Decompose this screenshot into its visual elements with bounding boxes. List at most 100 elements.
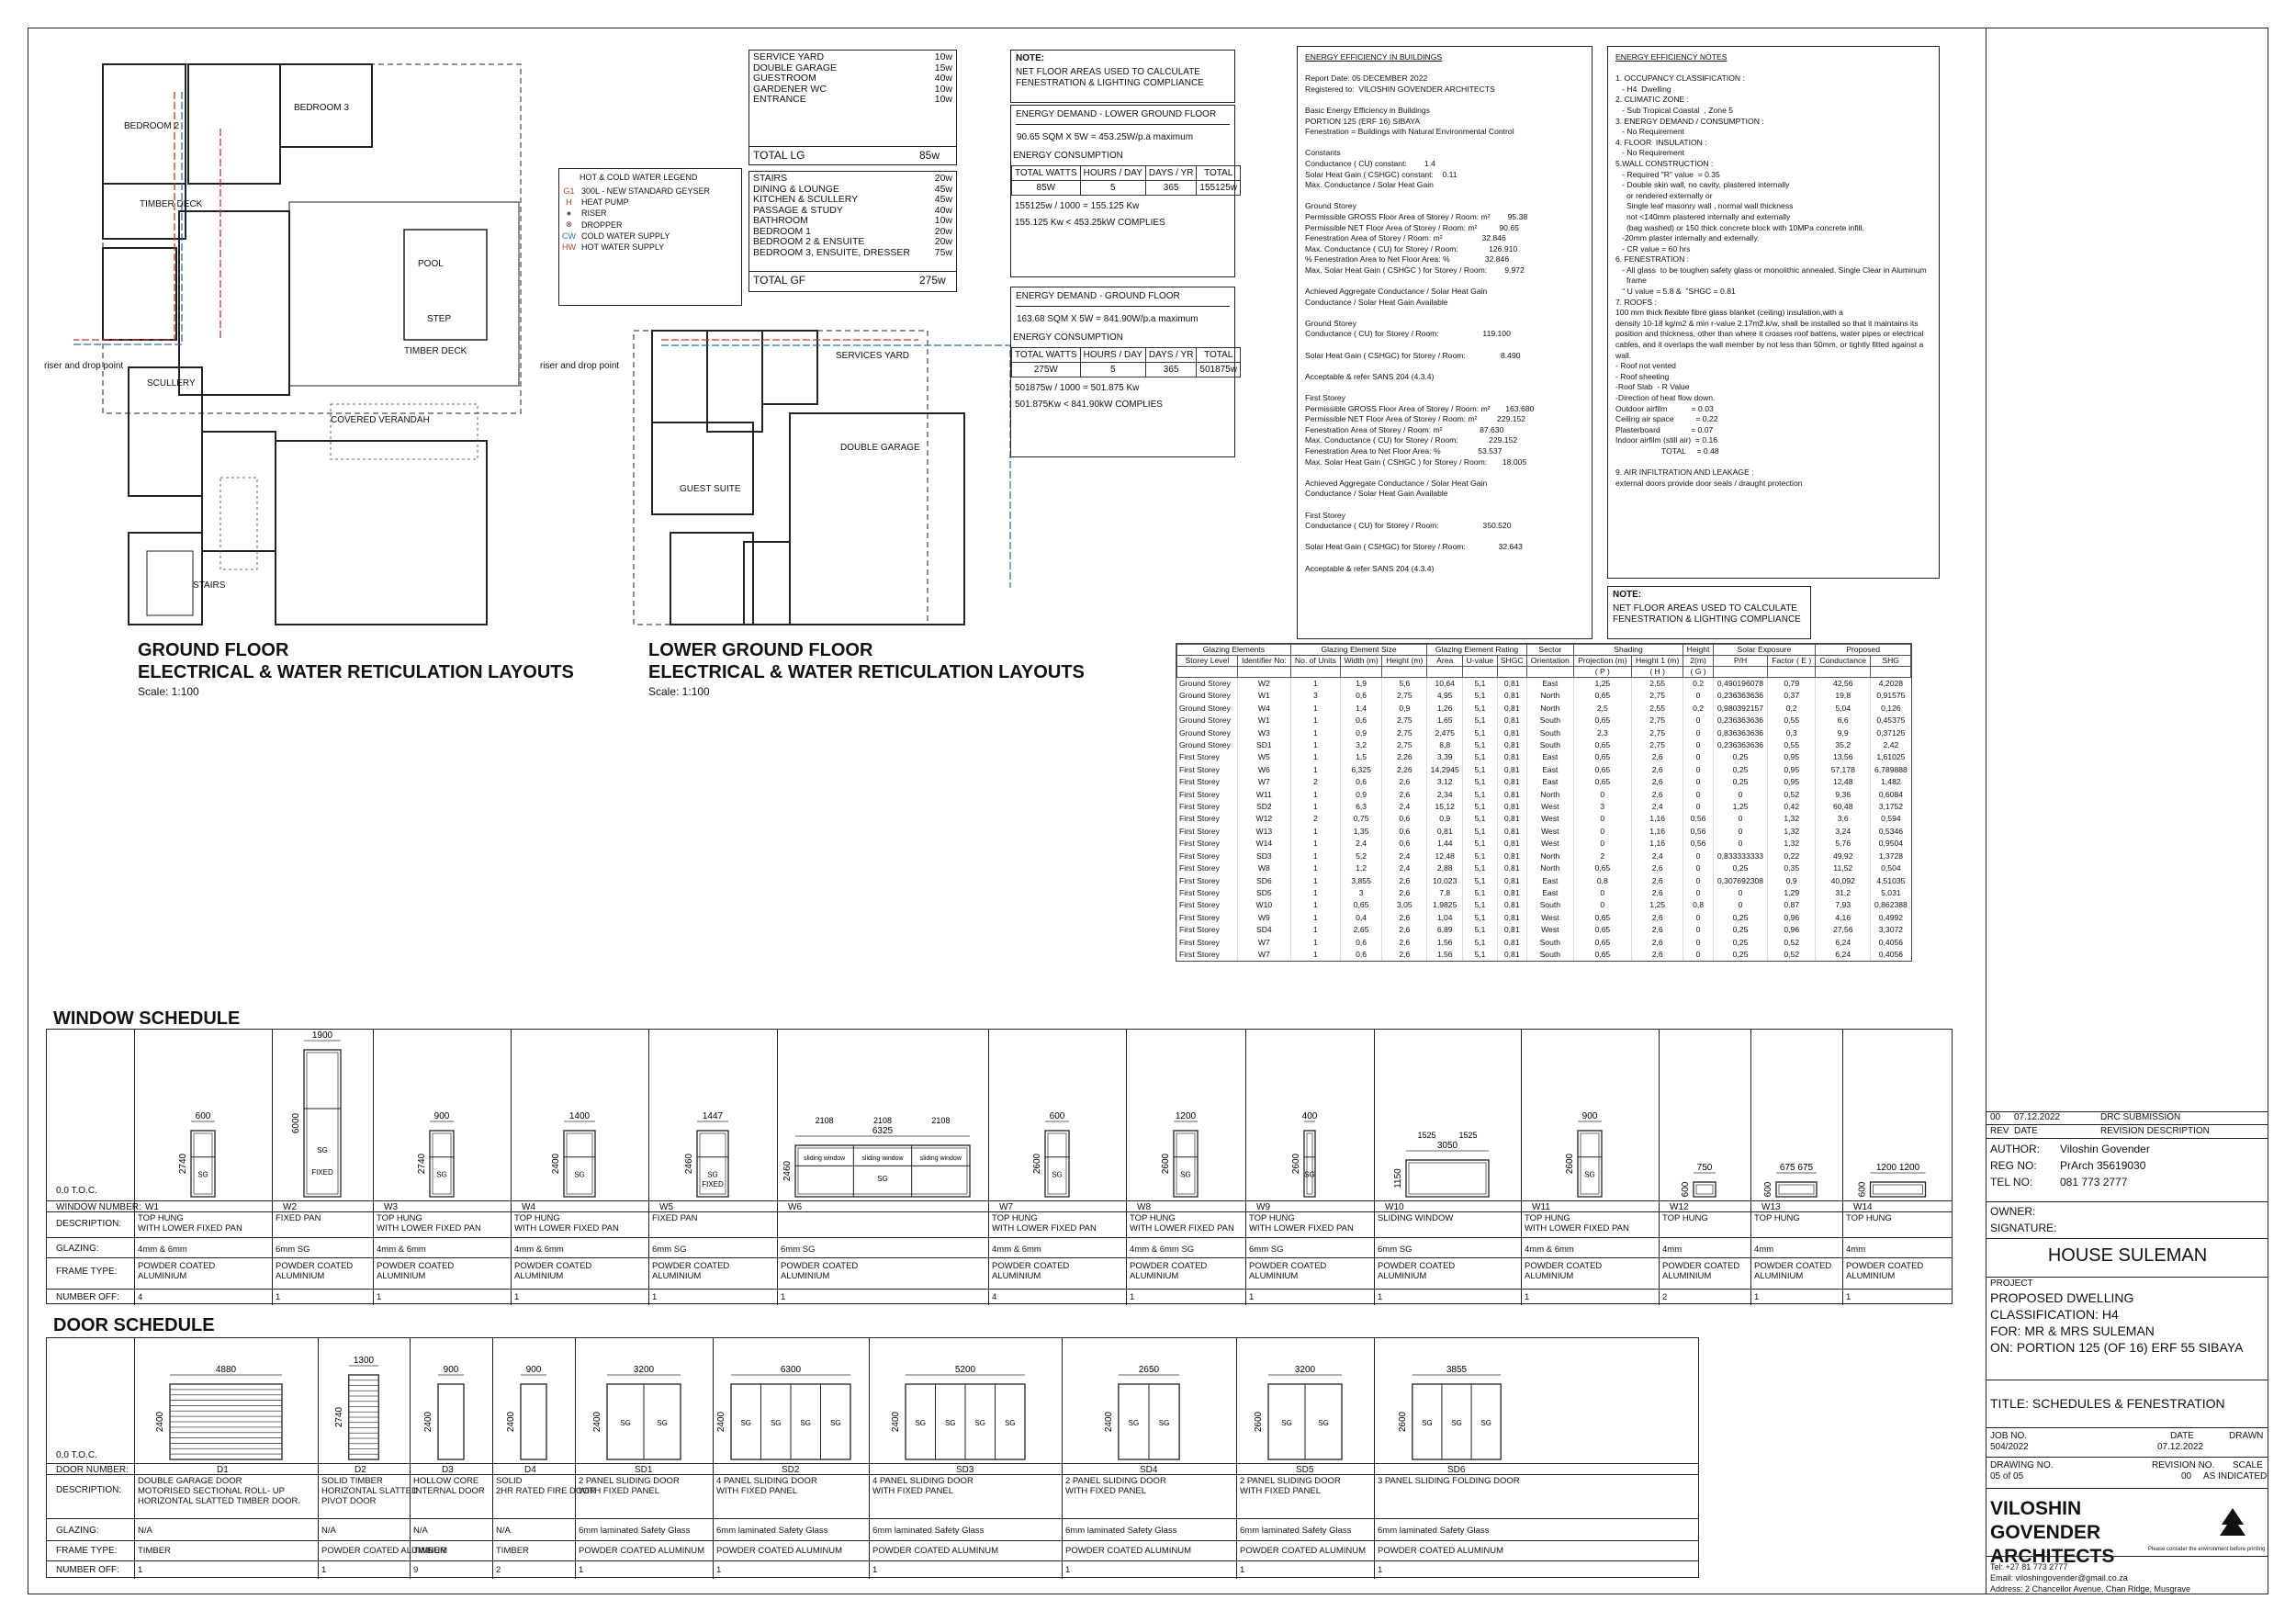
window-num: 4 <box>138 1292 143 1302</box>
width-dimension: 6325 <box>872 1126 894 1136</box>
notes-line: or rendered externally or <box>1615 190 1713 200</box>
room-label: DOUBLE GARAGE <box>840 443 920 453</box>
width-dimension: 1900 <box>312 1031 333 1041</box>
notes-line: cables, and it overlaps the wall member … <box>1615 340 1924 350</box>
glazing-mark: SG <box>1422 1419 1433 1427</box>
sub-dimension: 1525 <box>1417 1131 1435 1140</box>
notes-line: Indoor airfilm (still air) = 0.16 <box>1615 435 1718 445</box>
height-dimension: 2600 <box>1291 1153 1301 1174</box>
sub-dimension: 1525 <box>1458 1131 1477 1140</box>
report-line <box>1305 361 1584 372</box>
glazing-mark: SG <box>436 1170 447 1178</box>
notes-line: - CR value = 60 hrs <box>1615 243 1691 253</box>
energy-gf-box: ENERGY DEMAND - GROUND FLOOR 163.68 SQM … <box>1010 287 1242 457</box>
glazing-mark: SG <box>974 1419 985 1427</box>
notes-line: external doors provide door seals / drau… <box>1615 478 1803 488</box>
door-frame: POWDER COATED ALUMINUM <box>1378 1546 1504 1556</box>
window-glaz: 4mm & 6mm <box>377 1245 426 1255</box>
window-frame: POWDER COATED ALUMINIUM <box>276 1261 354 1281</box>
report-line <box>1305 382 1584 393</box>
window-num: 1 <box>781 1292 786 1302</box>
report-line: First Storey <box>1305 510 1345 520</box>
notes-line: " U value = 5.8 & "SHGC = 0.81 <box>1615 287 1736 297</box>
report-line: Achieved Aggregate Conductance / Solar H… <box>1305 287 1488 297</box>
height-dimension: 600 <box>1763 1181 1773 1197</box>
notes-line: wall. <box>1615 350 1632 360</box>
door-number: SD4 <box>1140 1465 1158 1475</box>
width-dimension: 5200 <box>955 1365 976 1375</box>
glazing-mark: SG <box>800 1419 811 1427</box>
report-line: Acceptable & refer SANS 204 (4.3.4) <box>1305 371 1435 381</box>
glazing-mark: SG <box>574 1170 585 1178</box>
window-desc: FIXED PAN <box>652 1213 698 1223</box>
window-frame: POWDER COATED ALUMINIUM <box>652 1261 730 1281</box>
door-num: 1 <box>321 1565 327 1575</box>
report-line <box>1305 532 1584 543</box>
report-line: Registered to: VILOSHIN GOVENDER ARCHITE… <box>1305 84 1495 94</box>
notes-line: - Sub Tropical Coastal , Zone 5 <box>1615 105 1734 115</box>
notes-line: - No Requirement <box>1615 127 1684 137</box>
door-desc: 3 PANEL SLIDING FOLDING DOOR <box>1378 1476 1520 1486</box>
width-dimension: 1300 <box>354 1356 375 1366</box>
sub-dimension: 2108 <box>931 1116 950 1125</box>
width-dimension: 750 <box>1697 1163 1713 1173</box>
fixed-label: FIXED <box>311 1168 333 1177</box>
legend-item: ●RISER <box>566 208 607 218</box>
notes-line: Plasterboard = 0.07 <box>1615 424 1714 434</box>
glazing-mark: SG <box>915 1419 926 1427</box>
width-dimension: 6300 <box>781 1365 802 1375</box>
notes-line: not <140mm plastered internally and exte… <box>1615 211 1791 221</box>
notes-line: Ceiling air space = 0.22 <box>1615 414 1718 424</box>
window-schedule-title: WINDOW SCHEDULE <box>53 1008 241 1029</box>
glazing-mark: SG <box>1451 1419 1462 1427</box>
door-glaz: 6mm laminated Safety Glass <box>579 1526 691 1536</box>
height-dimension: 2600 <box>1565 1153 1575 1174</box>
width-dimension: 900 <box>526 1365 542 1375</box>
window-glaz: 4mm <box>1754 1245 1774 1255</box>
door-num: 9 <box>413 1565 419 1575</box>
report-line: Conductance ( CU) for Storey / Room: 119… <box>1305 329 1511 339</box>
door-num: 2 <box>496 1565 501 1575</box>
window-num: 1 <box>652 1292 658 1302</box>
window-frame: POWDER COATED ALUMINIUM <box>1754 1261 1832 1281</box>
window-glaz: 6mm SG <box>1378 1245 1412 1255</box>
window-number: W13 <box>1761 1202 1781 1212</box>
door-num: 1 <box>138 1565 143 1575</box>
window-num: 1 <box>1846 1292 1851 1302</box>
report-line: Conductance ( CU) for Storey / Room: 350… <box>1305 521 1512 531</box>
notes-line: -Roof Slab - R Value <box>1615 382 1690 392</box>
door-glaz: 6mm laminated Safety Glass <box>1065 1526 1177 1536</box>
glazing-mark: SG <box>1318 1419 1329 1427</box>
height-dimension: 2600 <box>1161 1153 1171 1174</box>
window-number: W7 <box>999 1202 1013 1212</box>
report-line <box>1305 138 1584 149</box>
width-dimension: 1447 <box>703 1111 724 1121</box>
window-frame: POWDER COATED ALUMINIUM <box>1525 1261 1603 1281</box>
window-number: W9 <box>1256 1202 1270 1212</box>
door-frame: TIMBER <box>413 1546 446 1556</box>
window-num: 1 <box>276 1292 281 1302</box>
glazing-mark: SG <box>657 1419 668 1427</box>
report-line: Permissible NET Floor Area of Storey / R… <box>1305 414 1526 424</box>
